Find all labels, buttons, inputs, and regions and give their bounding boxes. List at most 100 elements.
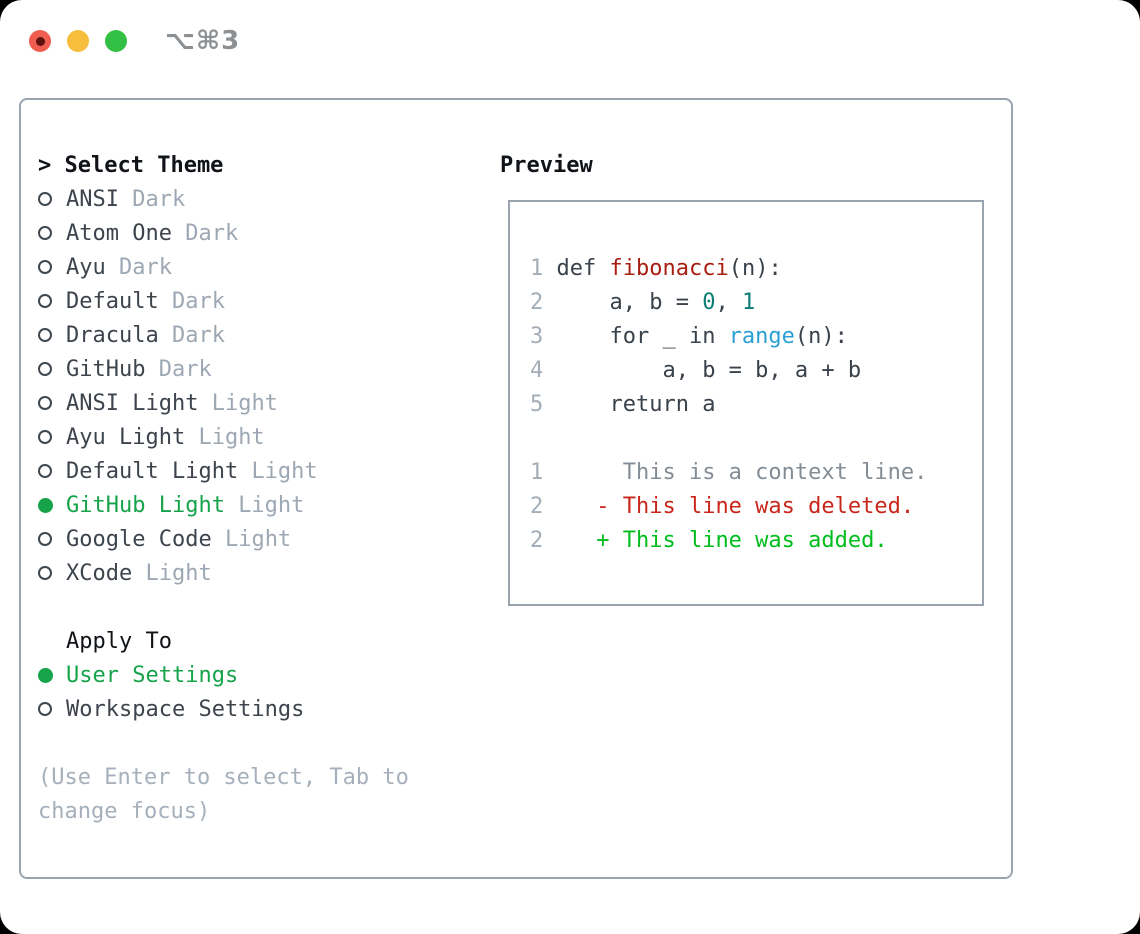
radio-cell — [38, 702, 66, 716]
theme-tag: Light — [251, 458, 318, 484]
code-token-number: 1 — [741, 289, 756, 315]
radio-cell — [38, 430, 66, 444]
radio-cell — [38, 396, 66, 410]
code-token-code: a, b = b, a + b — [556, 357, 862, 383]
theme-tag: Light — [198, 424, 265, 450]
theme-tag: Light — [211, 390, 278, 416]
minimize-button[interactable] — [67, 30, 89, 52]
theme-name: Dracula — [66, 322, 172, 348]
theme-name: GitHub — [66, 356, 159, 382]
code-token-code: a, b = — [556, 289, 703, 315]
preview-header: Preview — [500, 152, 593, 178]
theme-option[interactable]: Ayu Dark — [38, 250, 409, 284]
code-line: 3 for _ in range(n): — [530, 319, 982, 353]
titlebar: ⌥⌘3 — [29, 26, 240, 56]
code-token-deleted: - This line was deleted. — [556, 493, 915, 519]
theme-name: ANSI Light — [66, 390, 212, 416]
radio-selected-icon — [38, 497, 53, 513]
theme-option[interactable]: Dracula Dark — [38, 318, 409, 352]
radio-icon — [38, 192, 52, 206]
code-token-code: return a — [556, 391, 716, 417]
code-token-number: 0 — [702, 289, 716, 315]
theme-tag: Light — [145, 560, 212, 586]
code-line: 4 a, b = b, a + b — [530, 353, 982, 387]
code-token-linenum: 5 — [530, 391, 557, 417]
theme-tag: Dark — [185, 220, 239, 246]
code-line: 5 return a — [530, 387, 982, 421]
apply-to-option[interactable]: User Settings — [38, 658, 409, 692]
theme-option[interactable]: Ayu Light Light — [38, 420, 409, 454]
apply-to-option[interactable]: Workspace Settings — [38, 692, 409, 726]
radio-icon — [38, 702, 52, 716]
radio-icon — [38, 532, 52, 546]
theme-tag: Dark — [132, 186, 186, 212]
code-token-linenum: 1 — [530, 255, 557, 281]
code-line: 2 - This line was deleted. — [530, 489, 982, 523]
spacer-row — [38, 590, 409, 624]
theme-tag: Dark — [171, 288, 225, 314]
theme-name: Google Code — [66, 526, 225, 552]
code-token-added: + This line was added. — [556, 527, 888, 553]
hint-text: (Use Enter to select, Tab to change focus… — [38, 760, 409, 828]
radio-icon — [38, 328, 52, 342]
radio-icon — [38, 430, 52, 444]
close-button[interactable] — [29, 30, 51, 52]
radio-icon — [38, 294, 52, 308]
theme-option[interactable]: ANSI Dark — [38, 182, 409, 216]
code-line: 1 This is a context line. — [530, 455, 982, 489]
theme-option[interactable]: Default Light Light — [38, 454, 409, 488]
radio-cell — [38, 192, 66, 206]
theme-tag: Dark — [118, 254, 172, 280]
theme-name: Default — [66, 288, 172, 314]
theme-tag: Light — [224, 526, 292, 552]
theme-option[interactable]: GitHub Dark — [38, 352, 409, 386]
code-line — [530, 421, 982, 455]
window-shortcut-label: ⌥⌘3 — [165, 26, 241, 56]
apply-option-name: User Settings — [66, 662, 239, 688]
theme-option[interactable]: XCode Light — [38, 556, 409, 590]
theme-option[interactable]: Atom One Dark — [38, 216, 409, 250]
code-token-code: (n): — [794, 323, 848, 349]
radio-selected-icon — [38, 667, 53, 683]
radio-cell — [38, 497, 66, 513]
code-line: 2 + This line was added. — [530, 523, 982, 557]
theme-name: Atom One — [66, 220, 186, 246]
spacer-row — [38, 726, 409, 760]
apply-to-header: Apply To — [66, 628, 172, 654]
apply-option-name: Workspace Settings — [66, 696, 305, 722]
radio-icon — [38, 226, 52, 240]
radio-cell — [38, 362, 66, 376]
theme-name: ANSI — [66, 186, 133, 212]
code-token-code: def — [556, 255, 610, 281]
radio-icon — [38, 464, 52, 478]
theme-option[interactable]: GitHub Light Light — [38, 488, 409, 522]
theme-name: Default Light — [66, 458, 252, 484]
code-token-linenum: 2 — [530, 289, 557, 315]
theme-option[interactable]: Google Code Light — [38, 522, 409, 556]
radio-icon — [38, 396, 52, 410]
zoom-button[interactable] — [105, 30, 127, 52]
radio-cell — [38, 532, 66, 546]
theme-tag: Light — [238, 492, 305, 518]
theme-tag: Dark — [171, 322, 225, 348]
code-token-linenum: 3 — [530, 323, 557, 349]
hint-line: change focus) — [38, 798, 211, 824]
code-token-builtin: range — [728, 323, 795, 349]
code-token-linenum: 1 — [530, 459, 557, 485]
radio-cell — [38, 294, 66, 308]
theme-option[interactable]: Default Dark — [38, 284, 409, 318]
hint-line: (Use Enter to select, Tab to — [38, 764, 409, 790]
theme-option[interactable]: ANSI Light Light — [38, 386, 409, 420]
code-line: 2 a, b = 0, 1 — [530, 285, 982, 319]
radio-cell — [38, 464, 66, 478]
theme-name: Ayu — [66, 254, 119, 280]
code-token-linenum: 2 — [530, 493, 557, 519]
code-token-linenum: 4 — [530, 357, 557, 383]
code-token-code: for _ in — [556, 323, 729, 349]
